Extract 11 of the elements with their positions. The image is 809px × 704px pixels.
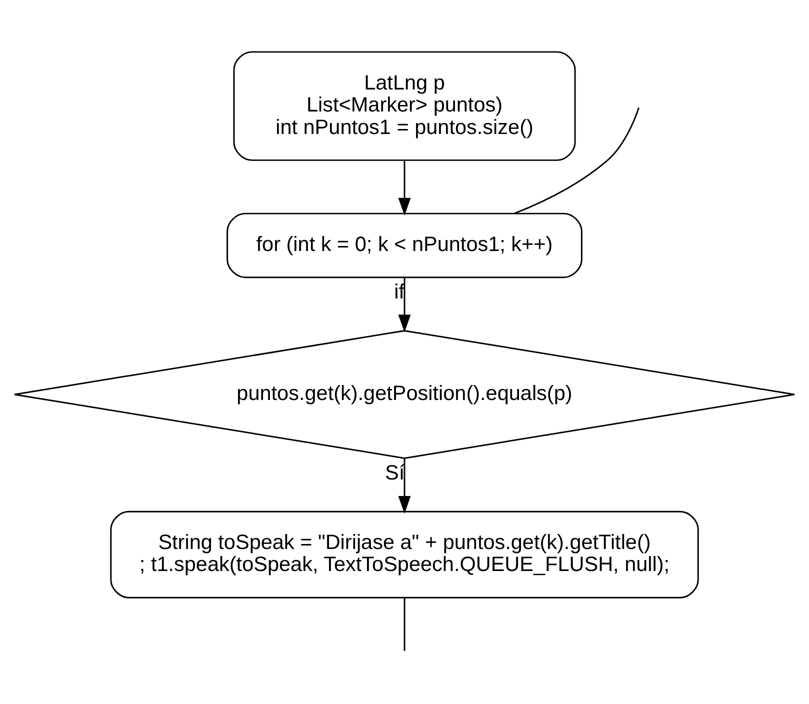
edge-label: Sí: [385, 462, 405, 485]
node-box: LatLng p List<Marker> puntos) int nPuntos1 = puntos.size(): [233, 51, 576, 161]
node-diamond: puntos.get(k).getPosition().equals(p): [14, 330, 796, 459]
node-box: String toSpeak = "Dirijase a" + puntos.get(k).getTitle(); t1.speak(toSpeak, TextToSpeech.QUEUE_FLUSH, null);: [110, 510, 699, 598]
connector: [404, 598, 406, 651]
connector: [514, 107, 640, 214]
edge-label: if: [394, 280, 404, 304]
node-box: for (int k = 0; k < nPuntos1; k++): [226, 212, 582, 278]
arrow: [398, 160, 411, 216]
arrow: [398, 458, 411, 514]
arrow: [398, 278, 411, 332]
